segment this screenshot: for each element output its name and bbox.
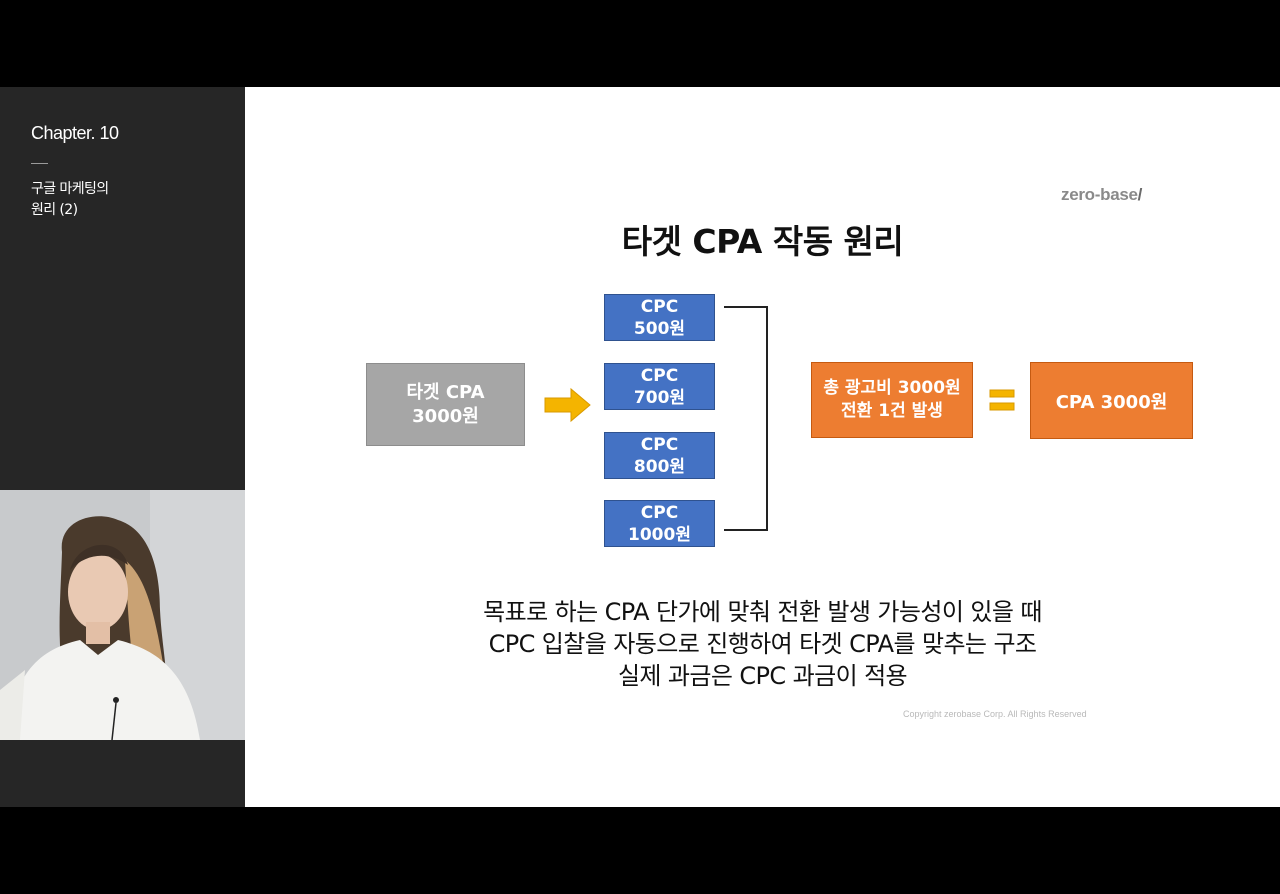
description-line: 목표로 하는 CPA 단가에 맞춰 전환 발생 가능성이 있을 때	[483, 598, 1042, 626]
chapter-divider	[31, 163, 48, 164]
cpc-box-800: CPC 800원	[604, 432, 715, 479]
cpc-box-1000: CPC 1000원	[604, 500, 715, 547]
description-line: CPC 입찰을 자동으로 진행하여 타겟 CPA를 맞추는 구조	[488, 630, 1037, 658]
chapter-sidebar: Chapter. 10 구글 마케팅의 원리 (2)	[0, 87, 245, 807]
cpa-result-box: CPA 3000원	[1030, 362, 1193, 439]
cpc-box-500: CPC 500원	[604, 294, 715, 341]
right-arrow-icon	[544, 387, 591, 423]
equals-icon	[989, 389, 1015, 411]
bracket	[724, 306, 768, 531]
lesson-title: 구글 마케팅의 원리 (2)	[31, 181, 109, 218]
slide: zero-base/ 타겟 CPA 작동 원리 타겟 CPA 3000원 CPC…	[245, 87, 1280, 807]
total-ad-cost-box: 총 광고비 3000원 전환 1건 발생	[811, 362, 973, 438]
cpc-box-700: CPC 700원	[604, 363, 715, 410]
diagram-connectors	[544, 306, 1015, 531]
instructor-image	[0, 490, 245, 740]
slide-description: 목표로 하는 CPA 단가에 맞춰 전환 발생 가능성이 있을 때 CPC 입찰…	[245, 596, 1280, 692]
copyright-notice: Copyright zerobase Corp. All Rights Rese…	[903, 709, 1087, 719]
description-line: 실제 과금은 CPC 과금이 적용	[617, 662, 908, 690]
instructor-webcam	[0, 490, 245, 740]
slide-title: 타겟 CPA 작동 원리	[621, 222, 904, 261]
lecture-video-frame: Chapter. 10 구글 마케팅의 원리 (2)	[0, 87, 1280, 807]
brand-logo: zero-base/	[1061, 185, 1143, 204]
target-cpa-box: 타겟 CPA 3000원	[366, 363, 525, 446]
chapter-label: Chapter. 10	[31, 123, 119, 143]
